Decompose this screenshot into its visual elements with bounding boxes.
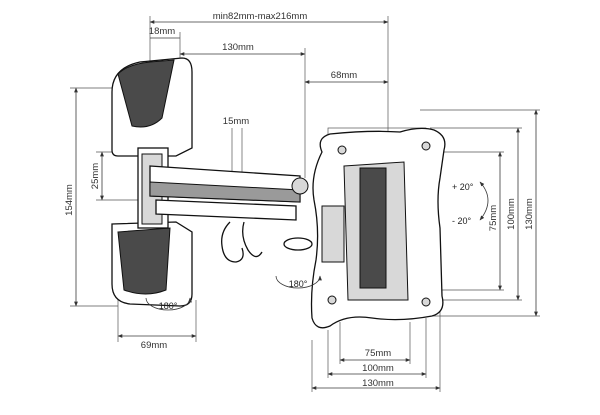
cable-hook-left [221,221,244,263]
arm-pivot-base [283,237,313,251]
arm-upper-shade [149,181,301,203]
wall-plate-upper-shade [117,59,175,128]
arm-lower-section [155,199,297,221]
arm-height-label: 25mm [90,163,101,189]
wall-plate-width-label: 18mm [149,26,175,37]
arm-swivel-label: 180° [289,279,308,289]
arm-pivot-top [291,177,309,195]
wall-plate-height-label: 154mm [64,184,75,216]
extension-range-label: min82mm-max216mm [213,11,308,22]
dimension-labels: min82mm-max216mm 18mm 130mm 68mm 15mm 15… [64,11,535,389]
arm-swivel-arrow [275,275,322,289]
vesa-hole-bl [327,295,337,305]
vesa-plate-slot [359,167,387,289]
vesa-inner-width-label: 75mm [365,348,391,359]
cable-hook-right [242,221,263,258]
arm-length-label: 130mm [222,42,254,53]
vesa-inner-height-label: 75mm [488,205,499,231]
tilt-down-label: - 20° [452,216,472,226]
rotation-markers [145,181,489,311]
wall-swivel-arrow [145,297,192,311]
rotation-labels: + 20° - 20° 180° 180° [159,182,474,311]
wall-plate-lower-shade [117,227,171,295]
wall-plate-depth-label: 69mm [141,340,167,351]
tilt-arrow [479,181,489,221]
vesa-outer-height-label: 130mm [524,198,535,230]
vesa-mid-height-label: 100mm [506,198,517,230]
wall-swivel-label: 180° [159,301,178,311]
vesa-outer-width-label: 130mm [362,378,394,389]
plate-offset-label: 68mm [331,70,357,81]
wall-plate [111,57,193,307]
arm-gap-label: 15mm [223,116,249,127]
mount-arm [149,165,313,263]
vesa-plate-bracket [321,205,345,263]
tilt-up-label: + 20° [452,182,474,192]
vesa-hole-tr [421,141,431,151]
vesa-hole-tl [337,145,347,155]
vesa-hole-br [421,297,431,307]
vesa-mid-width-label: 100mm [362,363,394,374]
vesa-plate [310,127,446,329]
